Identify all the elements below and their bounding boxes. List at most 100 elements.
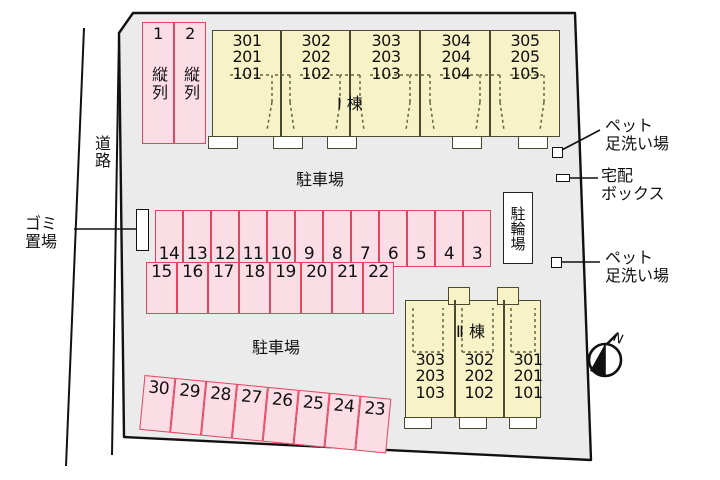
parking-stall-26-number: 26 bbox=[270, 389, 294, 412]
parking-stall-6[interactable]: 6 bbox=[379, 210, 407, 267]
parking-stall-19[interactable]: 19 bbox=[270, 262, 301, 314]
building-1-entrance-2 bbox=[273, 136, 303, 149]
unit-205: 205 bbox=[510, 47, 540, 67]
compass-rose: N bbox=[587, 330, 625, 378]
building-2-name: Ⅱ 棟 bbox=[456, 322, 485, 341]
parking-stall-12[interactable]: 12 bbox=[211, 210, 239, 267]
delivery-box-marker[interactable] bbox=[556, 174, 570, 182]
parking-stall-19-number: 19 bbox=[275, 262, 296, 282]
parking-stall-15-number: 15 bbox=[151, 262, 172, 282]
parking-stall-28-number: 28 bbox=[209, 383, 232, 406]
building-2-entrance-3 bbox=[509, 417, 537, 429]
unit-201: 201 bbox=[232, 47, 262, 67]
delivery-box-line2: ボックス bbox=[601, 183, 665, 203]
unit-104: 104 bbox=[441, 63, 471, 83]
pet-wash-bottom-line1: ペット bbox=[605, 248, 654, 267]
parking-stall-8[interactable]: 8 bbox=[323, 210, 351, 267]
unit-204: 204 bbox=[441, 47, 471, 67]
parking-stall-2[interactable]: 2 縦列 bbox=[174, 22, 206, 144]
parking-area-upper-label: 駐車場 bbox=[296, 170, 345, 189]
parking-stall-1-number: 1 bbox=[153, 24, 163, 43]
building-2-col-1-units: 303 203 103 bbox=[407, 350, 453, 401]
parking-stall-14-number: 14 bbox=[158, 244, 180, 264]
building-1-col-2-units: 302 202 102 bbox=[285, 31, 347, 83]
pet-wash-top-line1: ペット bbox=[605, 116, 654, 135]
b2-unit-303: 303 bbox=[415, 350, 445, 369]
unit-105: 105 bbox=[510, 63, 540, 83]
pet-wash-station-bottom-marker[interactable] bbox=[551, 257, 562, 268]
parking-stall-13-number: 13 bbox=[186, 244, 208, 264]
b2-unit-301: 301 bbox=[513, 350, 543, 369]
parking-stall-7[interactable]: 7 bbox=[351, 210, 379, 267]
parking-stall-21[interactable]: 21 bbox=[332, 262, 363, 314]
building-1-divider-2 bbox=[349, 30, 351, 137]
parking-stall-13[interactable]: 13 bbox=[183, 210, 211, 267]
parking-stall-30-number: 30 bbox=[147, 377, 171, 400]
b2-unit-201: 201 bbox=[513, 366, 543, 386]
unit-102: 102 bbox=[301, 63, 331, 83]
delivery-box-line1: 宅配 bbox=[601, 166, 634, 185]
garbage-area-label-line1: ゴミ bbox=[25, 214, 58, 233]
parking-stall-18[interactable]: 18 bbox=[239, 262, 270, 314]
pet-wash-station-bottom-label: ペット 足洗い場 bbox=[605, 249, 669, 285]
parking-stall-11[interactable]: 11 bbox=[239, 210, 267, 267]
parking-stall-24-number: 24 bbox=[332, 395, 356, 418]
parking-stall-2-type: 縦列 bbox=[181, 66, 200, 102]
parking-stall-20[interactable]: 20 bbox=[301, 262, 332, 314]
unit-101: 101 bbox=[232, 63, 262, 83]
building-1-entrance-5 bbox=[518, 136, 548, 149]
parking-stall-22[interactable]: 22 bbox=[363, 262, 394, 314]
building-2-col-3-units: 301 201 101 bbox=[505, 350, 551, 401]
parking-stall-17[interactable]: 17 bbox=[208, 262, 239, 314]
parking-stall-4[interactable]: 4 bbox=[435, 210, 463, 267]
unit-301: 301 bbox=[232, 31, 262, 50]
building-1-entrance-3 bbox=[327, 136, 357, 149]
parking-stall-27-number: 27 bbox=[240, 386, 263, 409]
parking-stall-4-number: 4 bbox=[443, 244, 455, 264]
parking-stall-5-number: 5 bbox=[415, 244, 427, 264]
parking-stall-1[interactable]: 1 縦列 bbox=[142, 22, 174, 144]
unit-103: 103 bbox=[371, 63, 401, 83]
garbage-area-label-line2: 置場 bbox=[25, 231, 58, 251]
building-2-stair-1-fill bbox=[449, 298, 469, 304]
building-2-entrance-2 bbox=[459, 417, 487, 429]
b2-unit-202: 202 bbox=[464, 366, 494, 386]
parking-stall-25-number: 25 bbox=[301, 392, 325, 415]
parking-stall-16-number: 16 bbox=[182, 262, 203, 282]
parking-stall-3-number: 3 bbox=[471, 244, 483, 264]
garbage-area-marker[interactable] bbox=[136, 209, 149, 251]
building-2-stair-2-fill bbox=[498, 298, 518, 304]
unit-302: 302 bbox=[301, 31, 331, 50]
building-2-entrance-1 bbox=[404, 417, 432, 429]
parking-stall-3[interactable]: 3 bbox=[463, 210, 491, 267]
building-1-col-5-units: 305 205 105 bbox=[494, 32, 556, 83]
parking-stall-9-number: 9 bbox=[303, 244, 315, 264]
pet-wash-station-top-marker[interactable] bbox=[552, 147, 563, 158]
building-1-col-4-units: 304 204 104 bbox=[425, 31, 487, 83]
building-1 bbox=[212, 30, 560, 137]
garbage-area-label: ゴミ 置場 bbox=[25, 215, 57, 251]
parking-stall-16[interactable]: 16 bbox=[177, 262, 208, 314]
parking-stall-9[interactable]: 9 bbox=[295, 210, 323, 267]
parking-stall-14[interactable]: 14 bbox=[155, 210, 183, 267]
parking-stall-11-number: 11 bbox=[242, 244, 264, 264]
building-1-divider-4 bbox=[489, 30, 491, 137]
parking-stall-10[interactable]: 10 bbox=[267, 210, 295, 267]
parking-stall-23[interactable]: 23 bbox=[355, 395, 392, 454]
b2-unit-302: 302 bbox=[464, 350, 494, 369]
road-label: 道路 bbox=[92, 135, 111, 169]
parking-stall-20-number: 20 bbox=[306, 262, 327, 282]
building-2-divider-2 bbox=[503, 300, 505, 418]
parking-stall-6-number: 6 bbox=[387, 244, 399, 264]
parking-stall-8-number: 8 bbox=[331, 244, 343, 264]
bicycle-parking-area[interactable]: 駐輪場 bbox=[503, 192, 533, 264]
building-2-divider-1 bbox=[454, 300, 456, 418]
parking-stall-7-number: 7 bbox=[359, 244, 371, 264]
building-1-entrance-4 bbox=[452, 136, 482, 149]
parking-stall-5[interactable]: 5 bbox=[407, 210, 435, 267]
unit-203: 203 bbox=[371, 47, 401, 67]
unit-304: 304 bbox=[441, 31, 471, 50]
parking-stall-17-number: 17 bbox=[213, 262, 234, 282]
parking-stall-15[interactable]: 15 bbox=[146, 262, 177, 314]
